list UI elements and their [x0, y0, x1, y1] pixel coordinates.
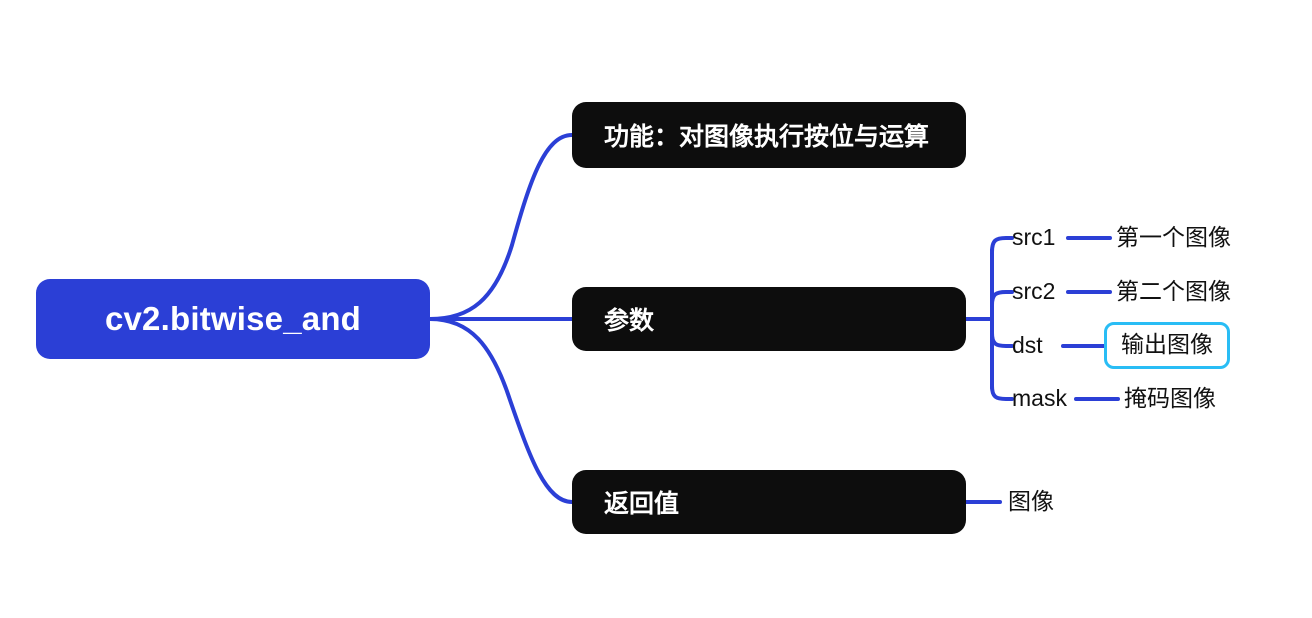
branch-node-return-value[interactable]: 返回值 — [572, 470, 966, 534]
param-detail-src1[interactable]: 第一个图像 — [1116, 224, 1231, 250]
edge-spine-to-src2 — [990, 290, 1014, 307]
param-label-src2[interactable]: src2 — [1012, 278, 1056, 304]
root-node-label: cv2.bitwise_and — [104, 300, 362, 337]
branch-node-parameters-label: 参数 — [604, 307, 655, 335]
edge-root-to-branch-2 — [428, 317, 574, 504]
param-detail-src2[interactable]: 第二个图像 — [1116, 278, 1231, 304]
param-label-dst[interactable]: dst — [1012, 332, 1043, 358]
branch-node-parameters[interactable]: 参数 — [572, 287, 966, 351]
edge-spine-to-src1 — [990, 236, 1014, 254]
param-label-src1[interactable]: src1 — [1012, 224, 1056, 250]
edge-spine-to-mask — [990, 384, 1014, 401]
return-value-leaf[interactable]: 图像 — [1008, 488, 1054, 514]
branch-node-return-value-label: 返回值 — [604, 490, 680, 518]
root-node[interactable]: cv2.bitwise_and — [36, 279, 430, 359]
param-label-mask[interactable]: mask — [1012, 385, 1067, 411]
edge-spine-to-dst — [990, 331, 1014, 348]
param-detail-mask[interactable]: 掩码图像 — [1124, 385, 1216, 411]
edge-root-to-branch-0 — [428, 133, 574, 321]
branch-node-function-label: 功能：对图像执行按位与运算 — [604, 123, 930, 151]
branch-node-function[interactable]: 功能：对图像执行按位与运算 — [572, 102, 966, 168]
param-detail-dst[interactable]: 输出图像 — [1104, 322, 1230, 369]
